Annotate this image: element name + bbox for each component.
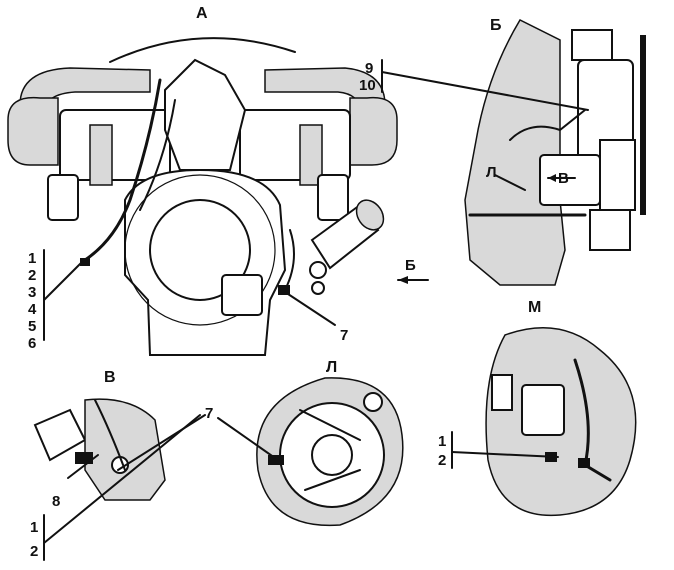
- leader-v-1-2: [43, 414, 201, 544]
- l-rib-2: [304, 469, 361, 491]
- left-injector-pump: [89, 124, 113, 186]
- leader-1-6: [43, 261, 83, 301]
- right-filter: [317, 174, 349, 221]
- m-relay: [521, 384, 565, 436]
- leader-m-1-2: [451, 451, 559, 458]
- leader-8: [67, 454, 99, 479]
- leader-9-10: [381, 71, 589, 111]
- side-lower-box: [589, 209, 631, 251]
- left-air-elbow: [7, 96, 59, 166]
- callout-m-1: 1: [438, 433, 446, 450]
- label-inset-v: В: [558, 170, 569, 187]
- l-hub: [311, 434, 353, 476]
- view-l-generator: [217, 377, 404, 527]
- v-connector: [75, 452, 93, 464]
- label-view-a: А: [196, 5, 208, 22]
- label-view-m: М: [528, 299, 541, 316]
- callout-v-1: 1: [30, 519, 38, 536]
- label-view-v: В: [104, 369, 116, 386]
- callout-7-main: 7: [340, 327, 348, 344]
- callout-v-2: 2: [30, 543, 38, 560]
- callout-4: 4: [28, 301, 37, 318]
- right-injector-pump: [299, 124, 323, 186]
- l-rib-1: [299, 409, 361, 441]
- m-bracket: [491, 374, 513, 411]
- view-m-inset: [451, 326, 637, 517]
- right-cylinder-head: [239, 109, 351, 181]
- connector-left: [80, 258, 90, 266]
- left-filter: [47, 174, 79, 221]
- harness-left-2: [139, 99, 176, 211]
- harness-left: [83, 78, 162, 262]
- v-housing: [84, 398, 166, 501]
- side-filter-top: [571, 29, 613, 61]
- callout-8: 8: [52, 493, 60, 510]
- top-harness-arc: [109, 37, 296, 63]
- harness-right: [284, 229, 295, 291]
- callout-1: 1: [28, 250, 36, 267]
- starter-motor: [309, 199, 385, 295]
- view-arrow-b-head: [398, 276, 408, 284]
- l-connector: [268, 455, 284, 465]
- callout-9: 9: [365, 60, 373, 77]
- callout-10: 10: [359, 77, 376, 94]
- leader-l-7: [217, 417, 276, 459]
- label-inset-l: Л: [486, 164, 497, 181]
- central-manifold: [164, 58, 247, 171]
- callout-m-2: 2: [438, 452, 446, 469]
- m-connector-b: [578, 458, 590, 468]
- side-generator: [599, 139, 636, 211]
- right-air-elbow: [349, 96, 398, 166]
- view-b-side: [381, 19, 646, 286]
- side-harness-upper: [509, 109, 586, 141]
- connector-7: [278, 285, 290, 295]
- side-block-outline: [464, 19, 566, 286]
- leader-7-main: [284, 291, 336, 326]
- side-harness-branch: [494, 174, 526, 191]
- l-mount-ear: [363, 392, 383, 412]
- callout-3: 3: [28, 284, 36, 301]
- label-view-l: Л: [326, 359, 337, 376]
- label-arrow-b: Б: [405, 257, 416, 274]
- callout-5: 5: [28, 318, 36, 335]
- leader-v-7: [117, 414, 206, 471]
- callout-2: 2: [28, 267, 36, 284]
- label-view-b: Б: [490, 17, 502, 34]
- view-v-inset: [33, 398, 206, 544]
- side-bracket: [640, 35, 646, 215]
- v-wire: [94, 399, 126, 471]
- side-arrow-v-head: [548, 174, 556, 182]
- callout-6: 6: [28, 335, 36, 352]
- starter-mount: [221, 274, 263, 316]
- bolt-circle: [124, 174, 276, 326]
- side-module: [539, 154, 601, 206]
- callout-7-lower: 7: [205, 405, 213, 422]
- view-a-engine: [7, 37, 429, 356]
